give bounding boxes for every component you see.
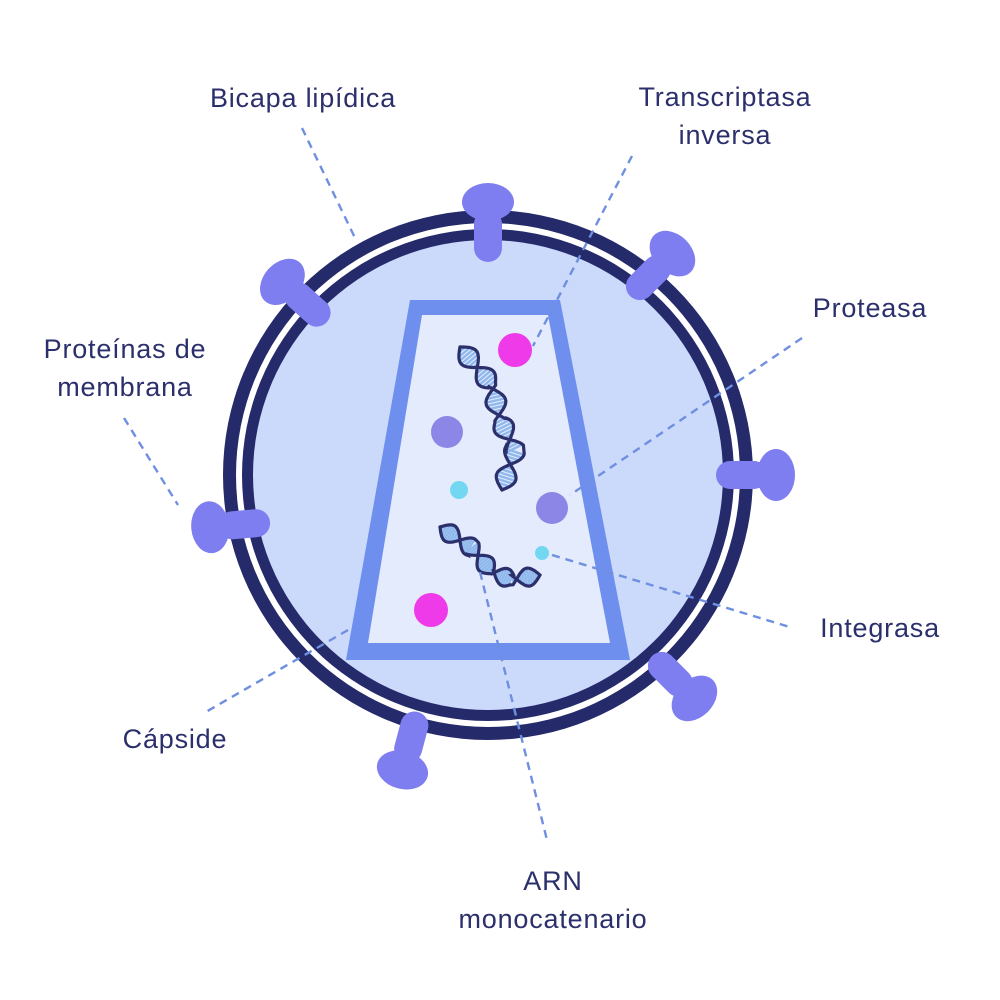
protease-icon: [431, 416, 463, 448]
rna-base-pair: [530, 569, 536, 584]
rna-base-pair: [486, 400, 507, 408]
rna-base-pair: [481, 374, 497, 388]
leader-proteinas: [122, 417, 180, 506]
label-transcriptasa-line2: inversa: [678, 120, 772, 150]
rna-base-pair: [441, 524, 452, 539]
rna-base-pair: [486, 394, 504, 401]
rna-base-pair: [476, 368, 493, 384]
rna-base-pair: [460, 537, 471, 551]
rna-base-pair: [447, 527, 459, 543]
rna-base-pair: [477, 557, 493, 571]
leader-proteasa: [569, 337, 803, 496]
rna-base-pair: [493, 418, 511, 429]
leader-transcriptasa: [531, 155, 634, 347]
rna-base-pair: [479, 559, 495, 573]
label-bicapa-lipidica: Bicapa lipídica: [168, 79, 438, 117]
label-arn-line1: ARN: [523, 866, 583, 896]
rna-base-pair: [460, 350, 478, 365]
rna-base-pair: [467, 544, 480, 556]
rna-base-pair: [485, 397, 506, 404]
rna-base-pair: [463, 353, 479, 367]
rna-base-pair: [501, 568, 511, 587]
label-proteinas-line1: Proteínas de: [43, 334, 207, 364]
label-integrasa-text: Integrasa: [820, 613, 940, 643]
rna-backbone-a: [438, 525, 542, 588]
rna-base-pair: [488, 404, 506, 411]
rna-base-pair: [497, 568, 506, 584]
leader-arn: [478, 571, 549, 841]
protease-icon: [536, 492, 568, 524]
rna-base-pair: [505, 443, 524, 454]
rna-base-pair: [467, 357, 480, 369]
label-proteasa-text: Proteasa: [812, 293, 928, 323]
rna-base-pair: [495, 424, 515, 436]
label-proteinas-line2: membrana: [57, 372, 193, 402]
rna-base-pair: [499, 428, 514, 438]
label-transcriptasa-inversa: Transcriptasa inversa: [590, 78, 860, 154]
rna-base-pair: [499, 568, 508, 586]
rna-base-pair: [505, 441, 520, 450]
rna-base-pair: [462, 537, 474, 554]
rna-strand-icon: [457, 345, 526, 492]
label-proteinas-de-membrana: Proteínas de membrana: [10, 330, 240, 406]
leader-lines: [122, 127, 803, 841]
rna-base-pair: [475, 367, 490, 380]
label-proteasa: Proteasa: [770, 289, 970, 327]
rna-base-pair: [497, 470, 517, 479]
enzymes: [414, 333, 568, 627]
label-transcriptasa-line1: Transcriptasa: [638, 82, 812, 112]
reverse-transcriptase-icon: [414, 593, 448, 627]
rna-base-pair: [496, 477, 514, 486]
rna-base-pair: [504, 447, 525, 456]
rna-base-pair: [458, 346, 471, 358]
rna-base-pair: [444, 525, 457, 543]
rna-strand-icon: [438, 523, 542, 588]
capsid: [346, 300, 630, 660]
rna-base-pair: [458, 347, 475, 362]
rna-base-pair: [525, 568, 531, 587]
integrase-icon: [450, 481, 468, 499]
rna-base-pair: [520, 570, 526, 586]
capsid-interior: [368, 315, 610, 643]
label-capside-text: Cápside: [122, 724, 228, 754]
rna-backbone-b: [458, 345, 526, 492]
rna-base-pair: [478, 371, 496, 387]
rna-base-pair: [496, 473, 516, 483]
label-capside: Cápside: [90, 720, 260, 758]
rna-backbone-b: [438, 523, 542, 588]
rna-base-pair: [504, 570, 513, 587]
rna-base-pair: [464, 541, 480, 555]
rna-base-pair: [505, 454, 520, 462]
label-integrasa: Integrasa: [790, 609, 970, 647]
label-arn-monocatenario: ARN monocatenario: [418, 862, 688, 938]
rna-base-pair: [442, 524, 455, 541]
rna-base-pair: [481, 561, 496, 574]
rna-base-pair: [493, 421, 513, 433]
rna-base-pair: [500, 467, 516, 475]
reverse-transcriptase-icon: [498, 333, 532, 367]
label-arn-line2: monocatenario: [458, 904, 648, 934]
integrase-icon: [535, 546, 549, 560]
leader-bicapa: [300, 127, 358, 241]
rna-base-pair: [523, 568, 529, 587]
rna-base-pair: [528, 568, 534, 586]
rna-base-pair: [476, 555, 491, 568]
label-bicapa-lipidica-text: Bicapa lipídica: [209, 83, 397, 113]
